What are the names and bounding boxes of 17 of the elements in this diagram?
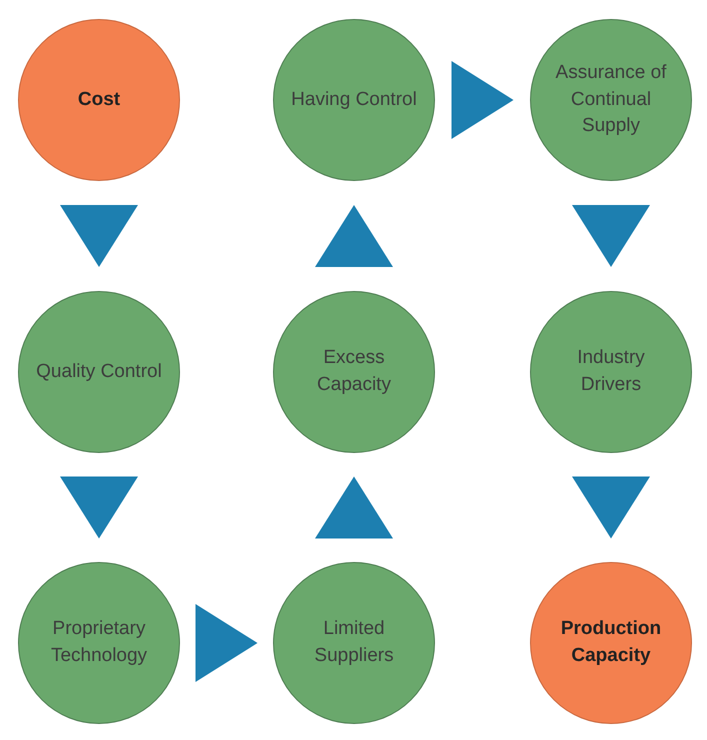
- node-label: Quality Control: [36, 360, 162, 384]
- node-label: Limited Suppliers: [313, 617, 395, 668]
- arrow: [60, 205, 138, 267]
- node-label: Assurance of Continual Supply: [554, 61, 668, 138]
- arrow: [196, 604, 258, 682]
- arrow: [60, 476, 138, 538]
- arrow: [572, 205, 650, 267]
- node-label: Excess Capacity: [316, 346, 392, 397]
- arrow: [572, 476, 650, 538]
- arrow: [315, 205, 393, 267]
- node-label: Industry Drivers: [576, 346, 646, 397]
- node-label: Cost: [78, 88, 120, 112]
- node-label: Production Capacity: [560, 617, 662, 668]
- arrow: [452, 61, 514, 139]
- node-label: Having Control: [291, 88, 417, 112]
- arrow: [315, 476, 393, 538]
- node-label: Proprietary Technology: [50, 617, 148, 668]
